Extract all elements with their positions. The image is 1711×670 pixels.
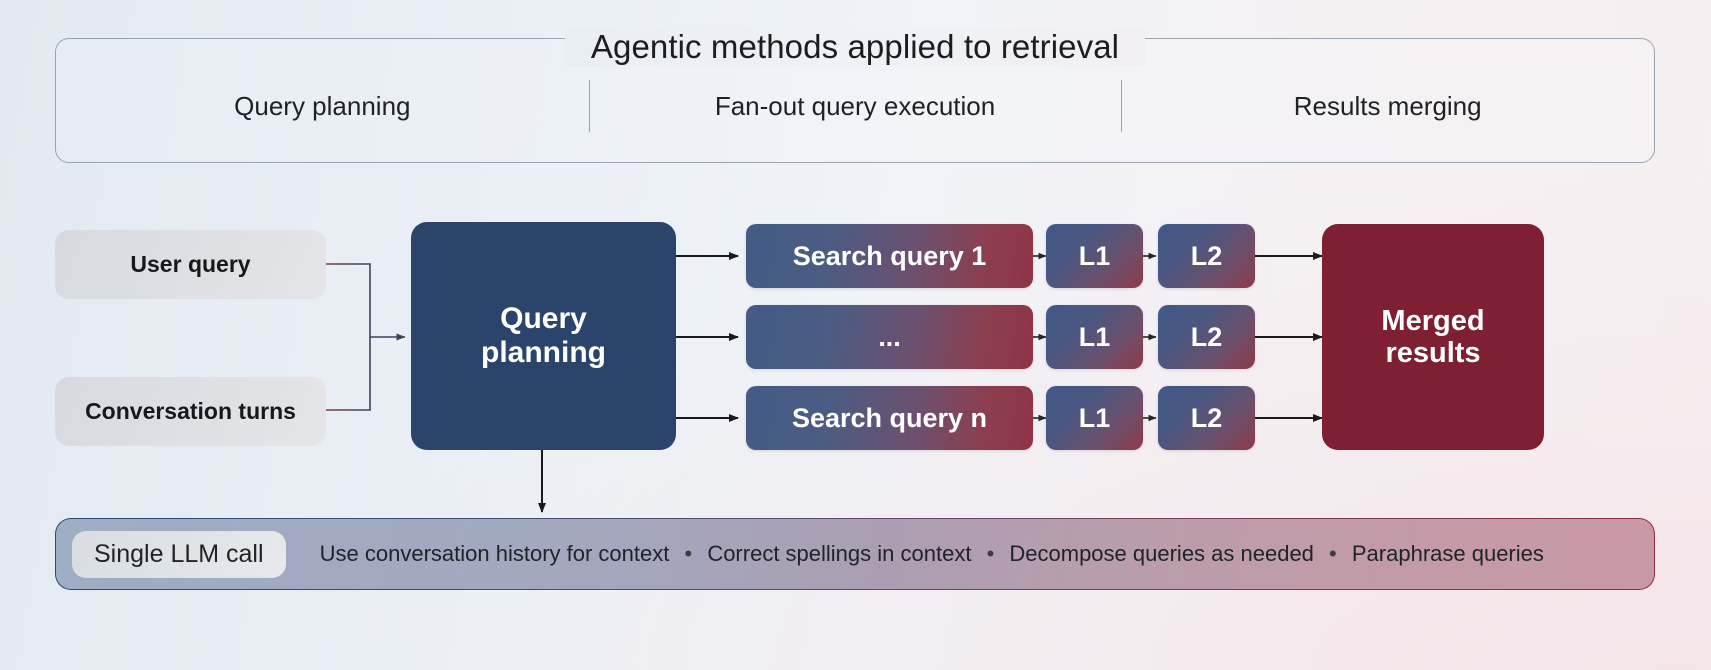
single-llm-call-bar: Single LLM call Use conversation history…	[55, 518, 1655, 590]
stage-box-l2-row3[interactable]: L2	[1158, 386, 1255, 450]
query-planning-box[interactable]: Query planning	[411, 222, 676, 450]
stage-box-l2-row3-label: L2	[1190, 402, 1223, 433]
single-llm-call-pill[interactable]: Single LLM call	[72, 530, 286, 578]
panel-column-results-merging: Results merging	[1121, 80, 1654, 132]
stage-box-l2-row1[interactable]: L2	[1158, 224, 1255, 288]
wire-planner-to-queries	[676, 252, 739, 422]
agentic-methods-panel: Agentic methods applied to retrieval Que…	[55, 28, 1655, 163]
stage-box-l1-row3[interactable]: L1	[1046, 386, 1143, 450]
llm-bullet-1: Correct spellings in context	[707, 541, 972, 566]
wire-l1-to-l2	[1143, 252, 1157, 422]
stage-box-l1-row2[interactable]: L1	[1046, 305, 1143, 369]
input-box-user-query[interactable]: User query	[55, 230, 326, 299]
merged-results-label-line2: results	[1385, 337, 1481, 369]
input-box-conversation-turns-label: Conversation turns	[85, 397, 296, 424]
stage-box-l1-row2-label: L1	[1078, 321, 1111, 352]
llm-bullet-0: Use conversation history for context	[319, 541, 670, 566]
panel-title: Agentic methods applied to retrieval	[564, 28, 1146, 66]
bullet-separator-icon: •	[986, 541, 995, 566]
query-planning-label-line2: planning	[481, 336, 606, 369]
query-planning-label-line1: Query	[500, 302, 587, 336]
merged-results-box[interactable]: Merged results	[1322, 224, 1544, 450]
stage-box-l1-row3-label: L1	[1078, 402, 1111, 433]
stage-box-l2-row2-label: L2	[1190, 321, 1223, 352]
wire-l2-to-merged	[1255, 252, 1323, 422]
panel-column-query-planning: Query planning	[234, 91, 411, 121]
panel-column-fan-out-query-execution: Fan-out query execution	[588, 80, 1122, 132]
llm-bullet-3: Paraphrase queries	[1351, 541, 1544, 566]
search-query-box-1-label: Search query 1	[792, 240, 987, 271]
search-query-box-1[interactable]: Search query 1	[746, 224, 1033, 288]
search-query-box-ellipsis-label: ...	[878, 321, 901, 352]
stage-box-l2-row2[interactable]: L2	[1158, 305, 1255, 369]
stage-box-l1-row1[interactable]: L1	[1046, 224, 1143, 288]
llm-bullet-2: Decompose queries as needed	[1009, 541, 1314, 566]
wire-query-to-l1	[1033, 252, 1047, 422]
search-query-box-n-label: Search query n	[791, 402, 988, 433]
search-query-box-ellipsis[interactable]: ...	[746, 305, 1033, 369]
search-query-box-n[interactable]: Search query n	[746, 386, 1033, 450]
stage-box-l2-row1-label: L2	[1190, 240, 1223, 271]
llm-call-bullet-list: Use conversation history for context • C…	[286, 541, 1638, 567]
merged-results-label-line1: Merged	[1381, 304, 1485, 337]
stage-box-l1-row1-label: L1	[1078, 240, 1111, 271]
panel-columns: Query planning Fan-out query execution R…	[56, 80, 1654, 132]
bullet-separator-icon: •	[684, 541, 693, 566]
bullet-separator-icon: •	[1329, 541, 1337, 566]
wire-inputs-to-planner	[326, 263, 371, 411]
input-box-user-query-label: User query	[130, 250, 251, 277]
input-box-conversation-turns[interactable]: Conversation turns	[55, 377, 326, 446]
